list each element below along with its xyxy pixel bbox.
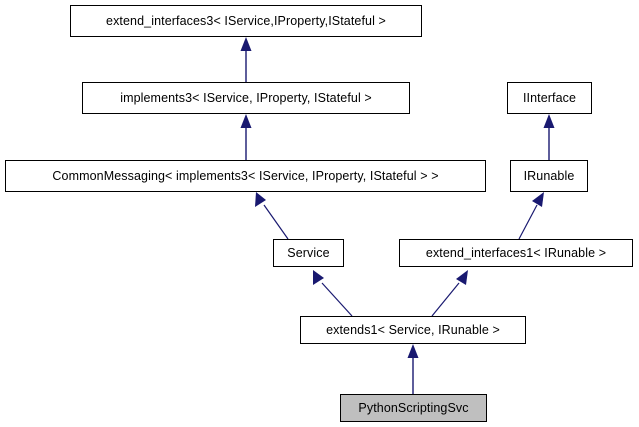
class-node-label: PythonScriptingSvc: [358, 400, 469, 415]
edge-implements3-to-extend_interfaces3: [240, 37, 252, 82]
class-node-label: CommonMessaging< implements3< IService, …: [52, 168, 439, 183]
class-node-implements3[interactable]: implements3< IService, IProperty, IState…: [82, 82, 410, 114]
class-node-irunable[interactable]: IRunable: [510, 160, 588, 192]
edge-extends1-to-extend_interfaces1: [431, 270, 468, 317]
class-node-label: IInterface: [522, 90, 577, 105]
class-node-label: extend_interfaces1< IRunable >: [425, 245, 607, 260]
class-node-pythonscriptingsvc[interactable]: PythonScriptingSvc: [340, 394, 487, 422]
class-node-extend-interfaces1[interactable]: extend_interfaces1< IRunable >: [399, 239, 633, 267]
edge-commonmessaging-to-implements3: [240, 114, 252, 160]
class-node-label: Service: [287, 245, 330, 260]
edge-extends1-to-service: [313, 270, 353, 317]
class-node-service[interactable]: Service: [273, 239, 344, 267]
edge-service-to-commonmessaging: [255, 192, 289, 240]
class-node-label: IRunable: [523, 168, 575, 183]
class-node-label: extends1< Service, IRunable >: [326, 322, 500, 337]
edge-irunable-to-iinterface: [543, 114, 555, 160]
class-node-extends1[interactable]: extends1< Service, IRunable >: [300, 316, 526, 344]
class-node-iinterface[interactable]: IInterface: [507, 82, 592, 114]
edge-extend_interfaces1-to-irunable: [518, 192, 544, 240]
edge-pythonscriptingsvc-to-extends1: [407, 344, 419, 394]
class-node-label: implements3< IService, IProperty, IState…: [120, 90, 372, 105]
class-node-extend-interfaces3[interactable]: extend_interfaces3< IService,IProperty,I…: [70, 5, 422, 37]
class-node-label: extend_interfaces3< IService,IProperty,I…: [106, 13, 386, 28]
class-node-commonmessaging[interactable]: CommonMessaging< implements3< IService, …: [5, 160, 486, 192]
